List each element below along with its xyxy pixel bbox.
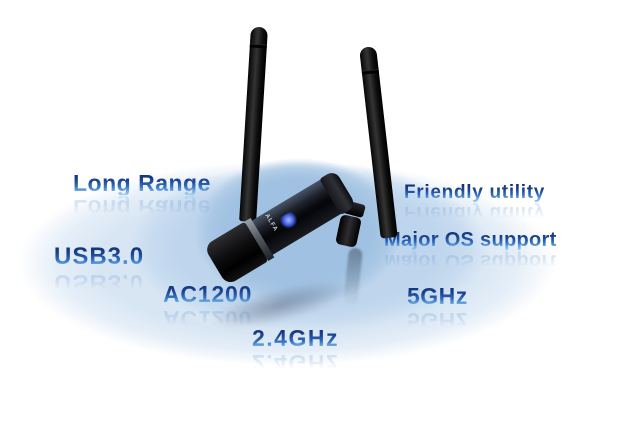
feature-usb3-reflection: USB3.0 — [54, 269, 145, 296]
feature-ac1200-text: AC1200 — [163, 281, 253, 307]
feature-friendly-utility: Friendly utility Friendly utility — [404, 182, 546, 223]
antenna-left-joint — [249, 43, 267, 49]
feature-long-range-text: Long Range — [73, 170, 211, 196]
feature-ac1200: AC1200 AC1200 — [163, 281, 253, 333]
feature-long-range: Long Range Long Range — [73, 170, 211, 222]
antenna-right-joint — [361, 68, 380, 75]
feature-5ghz-text: 5GHz — [407, 283, 468, 309]
feature-major-os-support-text: Major OS support — [384, 229, 557, 251]
feature-friendly-utility-text: Friendly utility — [404, 182, 546, 203]
feature-usb3-text: USB3.0 — [54, 243, 145, 270]
feature-usb3: USB3.0 USB3.0 — [54, 243, 145, 297]
feature-major-os-support: Major OS support Major OS support — [384, 229, 557, 272]
feature-5ghz-reflection: 5GHz — [407, 308, 468, 334]
feature-5ghz: 5GHz 5GHz — [407, 283, 468, 335]
feature-24ghz-text: 2.4GHz — [252, 325, 339, 351]
feature-friendly-utility-reflection: Friendly utility — [404, 202, 546, 223]
feature-24ghz-reflection: 2.4GHz — [252, 350, 339, 376]
feature-long-range-reflection: Long Range — [73, 195, 211, 221]
feature-major-os-support-reflection: Major OS support — [384, 250, 557, 272]
feature-ac1200-reflection: AC1200 — [163, 306, 253, 332]
feature-24ghz: 2.4GHz 2.4GHz — [252, 325, 339, 377]
